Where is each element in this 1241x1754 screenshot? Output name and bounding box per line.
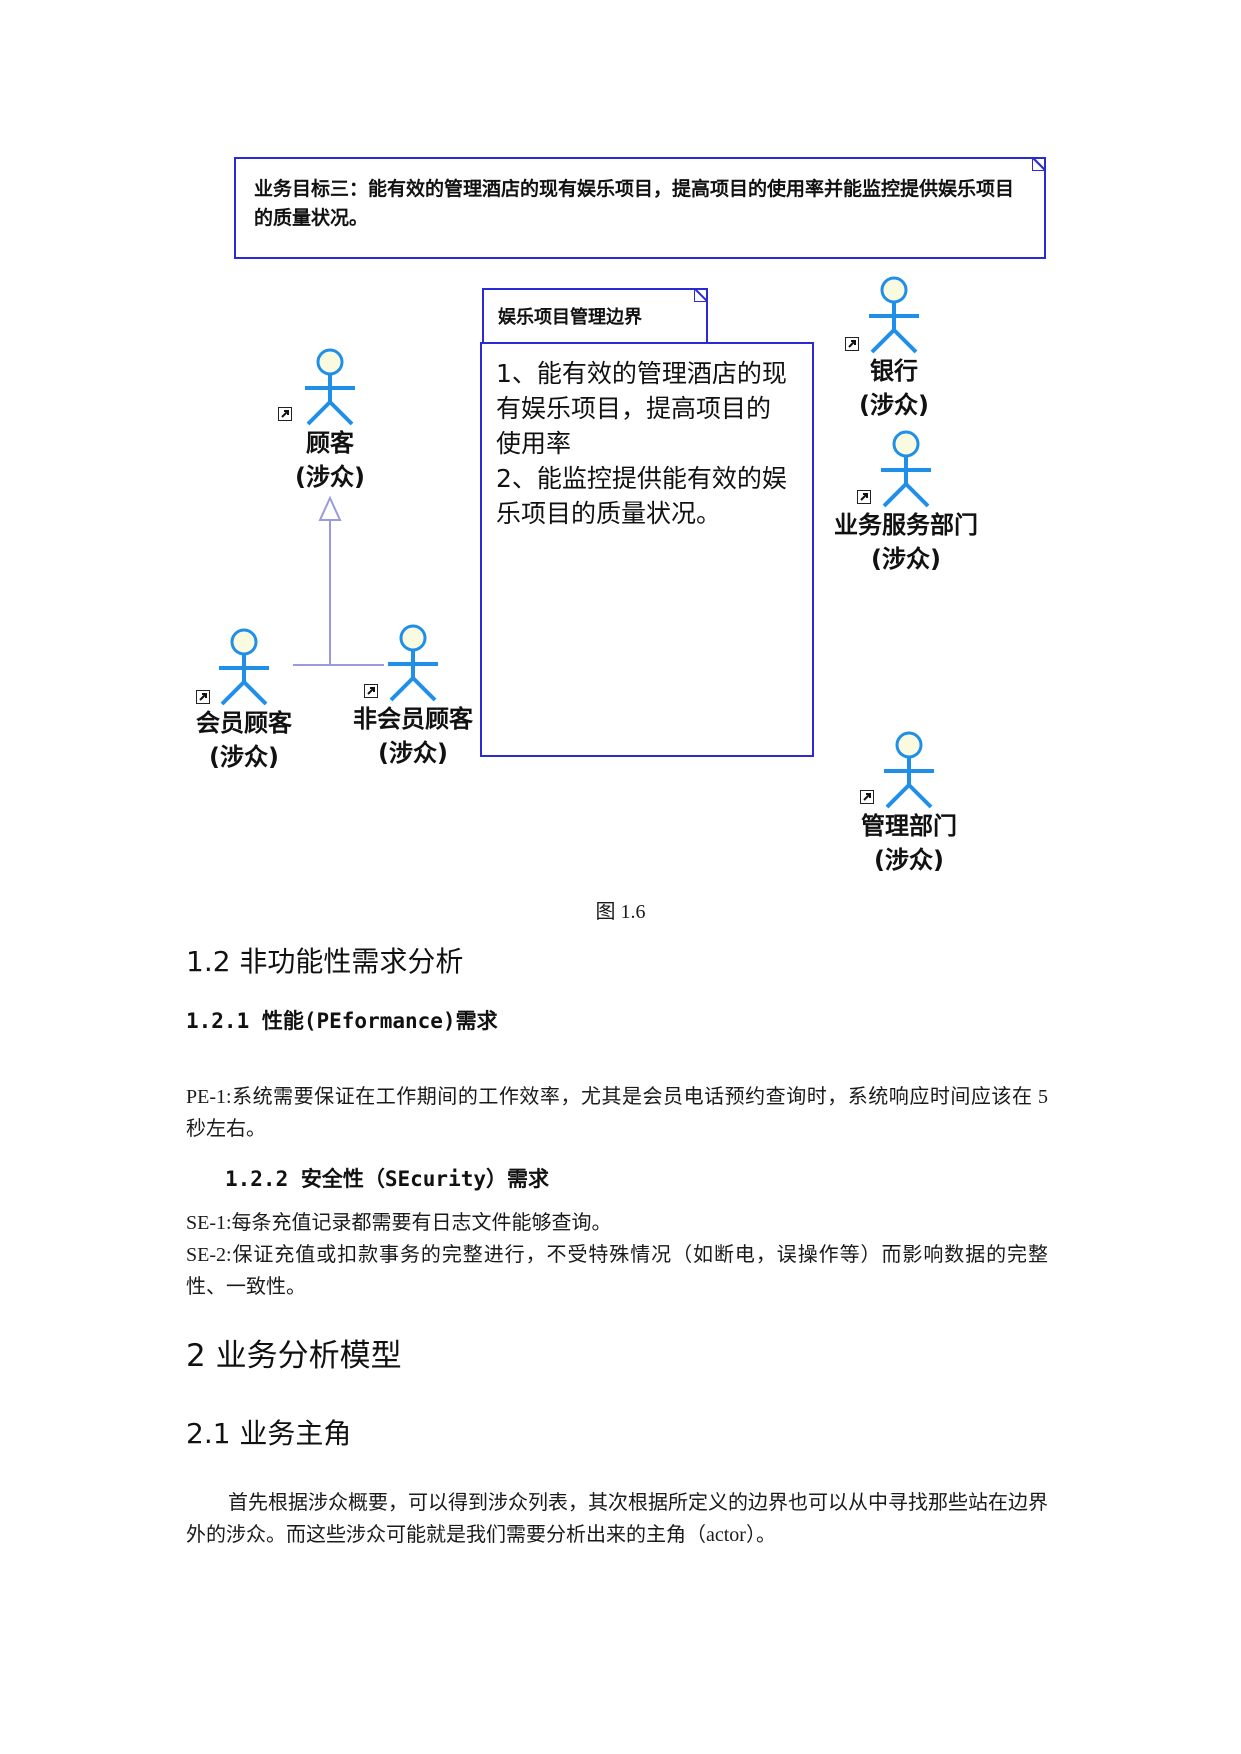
shortcut-icon (860, 790, 874, 804)
shortcut-icon (857, 490, 871, 504)
actor-non-member-customer: 非会员顾客 (涉众) (333, 624, 493, 770)
paragraph: SE-2:保证充值或扣款事务的完整进行，不受特殊情况（如断电，误操作等）而影响数… (186, 1244, 1048, 1298)
figure-caption: 图 1.6 (595, 901, 646, 923)
actor-name: 管理部门 (861, 812, 957, 840)
business-goal-note: 业务目标三：能有效的管理酒店的现有娱乐项目，提高项目的使用率并能监控提供娱乐项目… (234, 157, 1046, 259)
package-line: 1、能有效的管理酒店的现 (496, 359, 787, 388)
actor-stereotype: (涉众) (871, 545, 941, 573)
actor-stereotype: (涉众) (859, 391, 929, 419)
package-line: 乐项目的质量状况。 (496, 499, 722, 528)
section-heading: 1.2 非功能性需求分析 (186, 945, 464, 978)
business-goal-text: 业务目标三：能有效的管理酒店的现有娱乐项目，提高项目的使用率并能监控提供娱乐项目… (254, 178, 1015, 229)
shortcut-icon (196, 690, 210, 704)
actor-member-customer: 会员顾客 (涉众) (164, 628, 324, 774)
package-line: 2、能监控提供能有效的娱 (496, 464, 787, 493)
actor-stick-figure-icon (869, 276, 919, 354)
package-name: 娱乐项目管理边界 (498, 307, 642, 328)
note-fold-icon (1032, 157, 1046, 171)
generalization-arrow (293, 495, 384, 666)
package-line: 使用率 (496, 429, 572, 458)
actor-service-department: 业务服务部门 (涉众) (826, 430, 986, 576)
actor-name: 会员顾客 (196, 709, 292, 737)
actor-stereotype: (涉众) (378, 739, 448, 767)
actor-stereotype: (涉众) (874, 846, 944, 874)
actor-bank: 银行 (涉众) (814, 276, 974, 422)
package-line: 有娱乐项目，提高项目的 (496, 394, 772, 423)
package-tab: 娱乐项目管理边界 (482, 288, 708, 344)
actor-stereotype: (涉众) (209, 743, 279, 771)
actor-name: 银行 (870, 357, 918, 385)
section-heading: 2.1 业务主角 (186, 1417, 352, 1450)
paragraph: PE-1:系统需要保证在工作期间的工作效率，尤其是会员电话预约查询时，系统响应时… (186, 1086, 1048, 1140)
shortcut-icon (845, 337, 859, 351)
actor-management-department: 管理部门 (涉众) (829, 731, 989, 877)
paragraph: SE-1:每条充值记录都需要有日志文件能够查询。 (186, 1212, 612, 1234)
paragraph: 首先根据涉众概要，可以得到涉众列表，其次根据所定义的边界也可以从中寻找那些站在边… (186, 1492, 1048, 1546)
actor-stick-figure-icon (881, 430, 931, 508)
actor-stick-figure-icon (388, 624, 438, 702)
package-boundary: 1、能有效的管理酒店的现 有娱乐项目，提高项目的 使用率 2、能监控提供能有效的… (480, 342, 814, 757)
shortcut-icon (364, 684, 378, 698)
actor-name: 非会员顾客 (353, 705, 473, 733)
subsection-heading: 1.2.2 安全性（SEcurity）需求 (225, 1167, 550, 1191)
actor-stereotype: (涉众) (295, 463, 365, 491)
note-fold-icon (694, 288, 708, 302)
shortcut-icon (278, 407, 292, 421)
actor-stick-figure-icon (884, 731, 934, 809)
section-heading: 2 业务分析模型 (186, 1338, 402, 1374)
actor-stick-figure-icon (219, 628, 269, 706)
actor-name: 业务服务部门 (834, 511, 978, 539)
subsection-heading: 1.2.1 性能(PEformance)需求 (186, 1009, 498, 1033)
actor-stick-figure-icon (305, 348, 355, 426)
actor-customer: 顾客 (涉众) (250, 348, 410, 494)
actor-name: 顾客 (306, 429, 354, 457)
